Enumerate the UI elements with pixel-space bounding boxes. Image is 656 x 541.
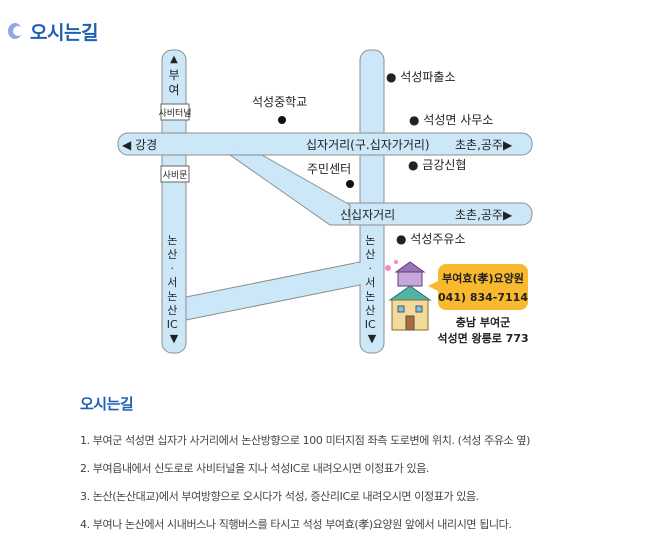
nursing-home-callout: 부여효(孝)요양원 041) 834-7114 bbox=[428, 264, 528, 310]
address-line-1: 충남 부여군 bbox=[456, 315, 510, 329]
road-left-vertical bbox=[161, 49, 187, 354]
label-township-office: ● 석성면 사무소 bbox=[409, 113, 493, 127]
bus-terminal-sign bbox=[160, 103, 190, 121]
label-gangyeong: ◀ 강경 bbox=[122, 138, 157, 152]
direction-item-3: 3. 논산(논산대교)에서 부여방향으로 오시다가 석성, 증산리IC로 내려오… bbox=[80, 490, 479, 503]
label-chochon-bottom: 초촌,공주▶ bbox=[455, 208, 513, 222]
sabi-gate-sign bbox=[160, 165, 190, 183]
label-bus-terminal: 사비터널 bbox=[158, 108, 191, 119]
callout-name: 부여효(孝)요양원 bbox=[442, 271, 524, 285]
label-right-ic: 논 산 · 서 논 산 IC ▼ bbox=[365, 234, 379, 345]
callout-phone: 041) 834-7114 bbox=[438, 291, 528, 304]
label-left-ic: 논 산 · 서 논 산 IC ▼ bbox=[167, 234, 181, 345]
middle-school-marker-icon bbox=[278, 116, 286, 124]
road-top-horizontal bbox=[117, 132, 533, 156]
label-buyeo-1: 부 bbox=[168, 68, 179, 82]
page-title: 오시는길 bbox=[30, 21, 98, 44]
label-sabi-gate: 사비문 bbox=[163, 170, 188, 181]
label-geumgang-coop: ● 금강신협 bbox=[408, 158, 466, 172]
callout-box bbox=[438, 264, 528, 310]
label-police-box: ● 석성파출소 bbox=[386, 70, 456, 84]
label-new-sipja: 신십자거리 bbox=[340, 208, 395, 222]
label-buyeo-2: 여 bbox=[168, 83, 179, 97]
community-center-marker-icon bbox=[346, 180, 354, 188]
bullet-icon bbox=[8, 21, 24, 41]
road-junctions bbox=[163, 134, 383, 319]
page-header: 오시는길 bbox=[8, 18, 98, 44]
address-line-2: 석성면 왕릉로 773 bbox=[437, 331, 528, 345]
label-sipja-intersection: 십자거리(구.십자가거리) bbox=[306, 138, 430, 152]
direction-item-2: 2. 부여읍내에서 신도로로 사비터널을 지나 석성IC로 내려오시면 이정표가… bbox=[80, 462, 430, 475]
label-middle-school: 석성중학교 bbox=[252, 95, 307, 109]
directions-title: 오시는길 bbox=[80, 395, 134, 413]
label-community-center: 주민센터 bbox=[307, 162, 351, 176]
label-chochon-top: 초촌,공주▶ bbox=[455, 138, 513, 152]
arrow-up-icon: ▲ bbox=[170, 54, 178, 65]
label-gas-station: ● 석성주유소 bbox=[396, 232, 466, 246]
direction-item-4: 4. 부여나 논산에서 시내버스나 직행버스를 타시고 석성 부여효(孝)요양원… bbox=[80, 518, 512, 531]
road-diagonal-upper bbox=[228, 154, 351, 226]
road-diagonal-lower bbox=[185, 261, 361, 321]
nursing-home-building-icon bbox=[385, 260, 432, 331]
location-map: ▲ 부 여 사비터널 ◀ 강경 사비문 논 산 · 서 논 산 IC ▼ 논 산… bbox=[117, 49, 533, 354]
direction-item-1: 1. 부여군 석성면 십자가 사거리에서 논산방향으로 100 미터지점 좌측 … bbox=[80, 434, 530, 447]
